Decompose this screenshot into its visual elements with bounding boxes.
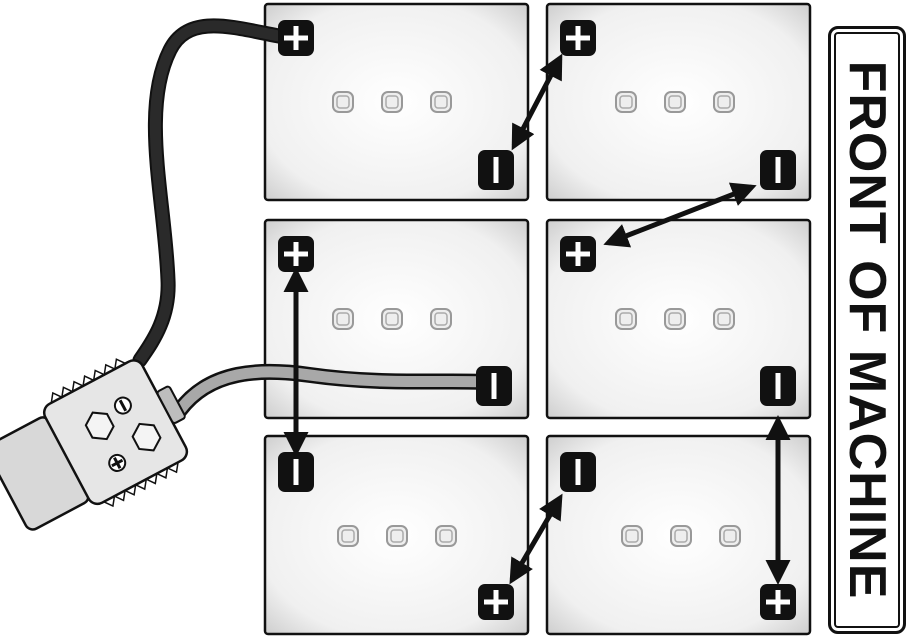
battery-3-cell-cap <box>381 308 403 330</box>
battery-2-cell-cap <box>664 91 686 113</box>
battery-3-cell-cap <box>430 308 452 330</box>
connector-hex-contact <box>84 411 115 441</box>
jumper-arrows <box>283 53 791 585</box>
connector-grip-ridges <box>50 358 126 403</box>
jumper-arrow <box>511 53 563 151</box>
battery-1-cell-cap <box>381 91 403 113</box>
battery-1-positive-terminal <box>278 20 314 56</box>
gray-cable <box>174 366 496 416</box>
battery-6-positive-terminal <box>760 584 796 620</box>
battery-3-positive-terminal <box>278 236 314 272</box>
battery-3-negative-terminal <box>476 366 512 406</box>
battery-1-cell-cap <box>430 91 452 113</box>
battery-4-negative-terminal <box>760 366 796 406</box>
battery-2-cell-cap <box>615 91 637 113</box>
battery-4-cell-cap <box>713 308 735 330</box>
battery-6-cell-cap <box>621 525 643 547</box>
front-of-machine-text: FRONT OF MACHINE <box>838 60 896 600</box>
battery-5-cell-cap <box>386 525 408 547</box>
battery-4-cell-cap <box>664 308 686 330</box>
battery-4-cell-cap <box>615 308 637 330</box>
battery-5-cell-cap <box>337 525 359 547</box>
black-cable <box>134 20 296 366</box>
front-of-machine-label: FRONT OF MACHINE <box>828 26 906 634</box>
battery-3 <box>263 218 530 420</box>
battery-5-positive-terminal <box>478 584 514 620</box>
battery-6-negative-terminal <box>560 452 596 492</box>
connector-grip-ridges <box>103 462 179 508</box>
battery-2-cell-cap <box>713 91 735 113</box>
battery-1-negative-terminal <box>478 150 514 190</box>
battery-2-negative-terminal <box>760 150 796 190</box>
jumper-arrow <box>603 182 757 248</box>
battery-2-positive-terminal <box>560 20 596 56</box>
battery-5-cell-cap <box>435 525 457 547</box>
battery-6-cell-cap <box>719 525 741 547</box>
battery-6-cell-cap <box>670 525 692 547</box>
battery-3-cell-cap <box>332 308 354 330</box>
battery-1-cell-cap <box>332 91 354 113</box>
battery-connector <box>0 358 189 531</box>
battery-4-positive-terminal <box>560 236 596 272</box>
connector-cable-boot <box>156 385 186 424</box>
jumper-arrow <box>509 493 563 585</box>
battery-5-negative-terminal <box>278 452 314 492</box>
connector-hex-contact <box>131 422 162 452</box>
